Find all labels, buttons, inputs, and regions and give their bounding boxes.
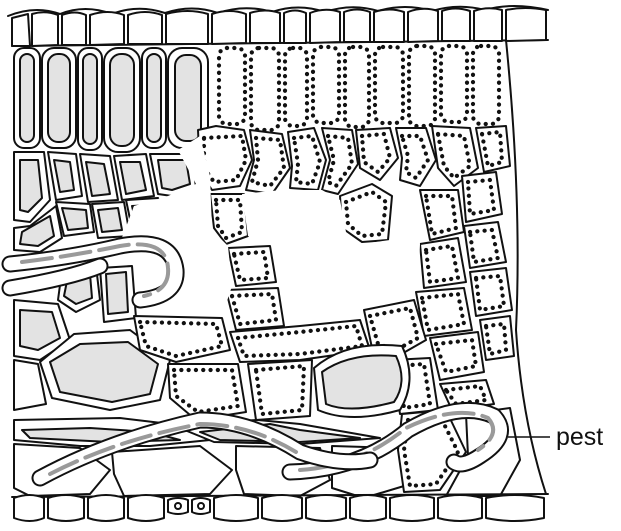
pest-label: pest xyxy=(556,423,603,451)
healthy-palisade-cells xyxy=(14,48,208,152)
upper-epidermis xyxy=(8,6,548,46)
lower-epidermis xyxy=(12,494,548,521)
